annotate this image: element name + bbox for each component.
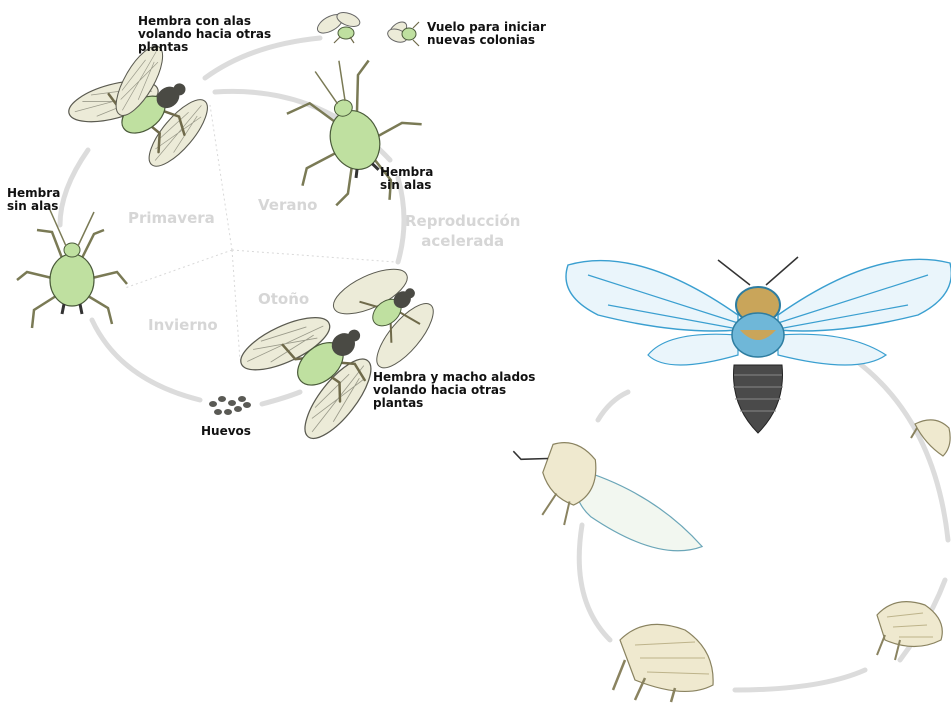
wingless-female-aphid-left: [17, 210, 127, 328]
cicada-nymph-small: [911, 420, 950, 456]
eggs-cluster: [209, 396, 251, 415]
label-new-colonies-flight: Vuelo para iniciar nuevas colonias: [427, 21, 546, 47]
label-wingless-female-right: Hembra sin alas: [380, 166, 433, 192]
label-winged-female-flying: Hembra con alas volando hacia otras plan…: [138, 15, 271, 54]
label-winged-pair-flying: Hembra y macho alados volando hacia otra…: [373, 371, 535, 410]
cicada-nymph-medium: [877, 602, 942, 660]
season-winter: Invierno: [148, 316, 218, 334]
adult-cicada: [566, 257, 951, 433]
cicada-nymph-large: [613, 624, 713, 702]
winged-female-aphid: [55, 30, 229, 202]
season-spring: Primavera: [128, 209, 215, 227]
emerging-cicada: [496, 425, 721, 572]
small-winged-aphid-2: [386, 19, 419, 46]
label-wingless-female-left: Hembra sin alas: [7, 187, 60, 213]
season-summer: Verano: [258, 196, 317, 214]
accelerated-reproduction-label: Reproducción acelerada: [405, 211, 521, 251]
season-autumn: Otoño: [258, 290, 309, 308]
label-eggs: Huevos: [201, 425, 251, 438]
